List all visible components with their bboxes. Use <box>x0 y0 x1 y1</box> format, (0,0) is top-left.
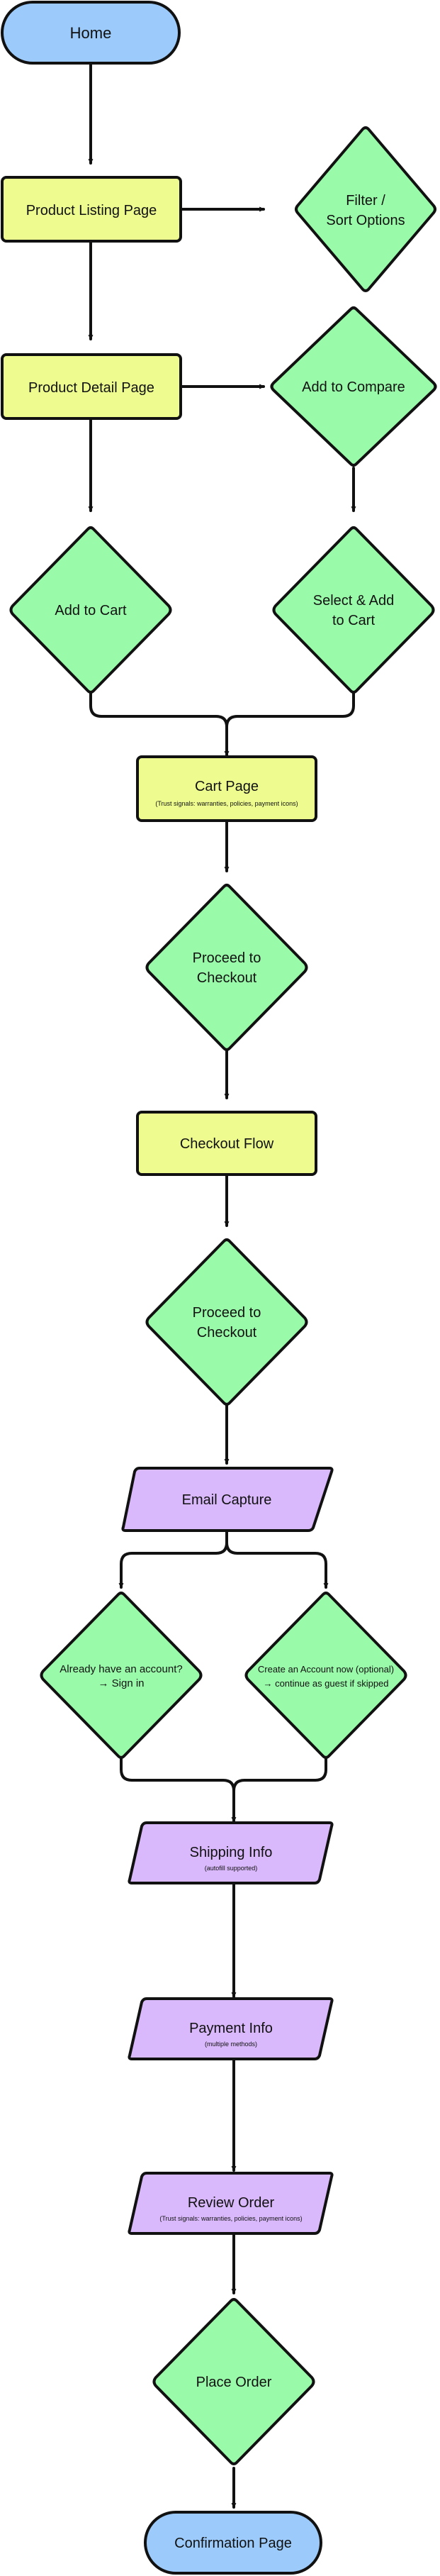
add-cart-shape <box>9 526 172 694</box>
node-payment-info[interactable]: Payment Info (multiple methods) <box>128 1997 334 2060</box>
node-place-order[interactable]: Place Order <box>152 2298 315 2465</box>
edge-create-account-merge <box>232 1754 327 1792</box>
cart-page-shape <box>136 755 317 822</box>
add-compare-label: Add to Compare <box>302 379 405 395</box>
shipping-info-label: Shipping Info <box>190 1845 273 1860</box>
have-account-label-line-1: Already have an account? <box>60 1663 182 1675</box>
node-add-to-cart[interactable]: Add to Cart <box>9 526 172 694</box>
select-add-cart-label-line-2: to Cart <box>332 613 375 628</box>
node-proceed-to-checkout-1[interactable]: Proceed to Checkout <box>145 884 308 1051</box>
review-order-shape <box>128 2172 334 2235</box>
edge-add-cart-merge <box>89 690 227 757</box>
confirmation-shape <box>144 2511 322 2575</box>
node-shipping-info[interactable]: Shipping Info (autofill supported) <box>128 1821 334 1884</box>
have-account-label-line-2: → Sign in <box>98 1677 144 1689</box>
filter-sort-shape <box>295 126 436 292</box>
node-checkout-flow[interactable]: Checkout Flow <box>136 1111 317 1176</box>
review-order-label: Review Order <box>188 2195 275 2211</box>
checkout-flow-shape <box>136 1111 317 1176</box>
have-account-shape <box>40 1592 203 1759</box>
node-filter-sort-options[interactable]: Filter / Sort Options <box>295 126 436 292</box>
node-select-add-to-cart[interactable]: Select & Add to Cart <box>272 526 435 694</box>
cart-page-note: (Trust signals: warranties, policies, pa… <box>155 800 298 807</box>
node-already-have-account[interactable]: Already have an account? → Sign in <box>40 1592 203 1759</box>
product-detail-shape <box>1 353 182 420</box>
place-order-label: Place Order <box>196 2375 272 2390</box>
home-label: Home <box>70 24 112 42</box>
cart-page-label: Cart Page <box>195 779 259 794</box>
payment-info-note: (multiple methods) <box>205 2041 257 2048</box>
product-listing-label: Product Listing Page <box>26 203 157 218</box>
edge-select-add-merge <box>225 690 355 757</box>
edge-email-to-have-account <box>121 1531 228 1589</box>
proceed-checkout-2-shape <box>145 1238 308 1406</box>
product-detail-label: Product Detail Page <box>28 380 154 396</box>
node-cart-page[interactable]: Cart Page (Trust signals: warranties, po… <box>136 755 317 822</box>
select-add-cart-shape <box>272 526 435 694</box>
proceed-checkout-2-label-line-1: Proceed to <box>193 1305 261 1321</box>
node-home[interactable]: Home <box>1 1 181 65</box>
filter-sort-label-line-1: Filter / <box>346 193 385 209</box>
shipping-info-shape <box>128 1821 334 1884</box>
email-capture-label: Email Capture <box>182 1492 272 1508</box>
email-capture-shape <box>121 1467 334 1532</box>
checkout-flow-label: Checkout Flow <box>180 1136 274 1152</box>
proceed-checkout-1-label-line-1: Proceed to <box>193 950 261 966</box>
node-email-capture[interactable]: Email Capture <box>121 1467 334 1532</box>
node-review-order[interactable]: Review Order (Trust signals: warranties,… <box>128 2172 334 2235</box>
node-add-to-compare[interactable]: Add to Compare <box>270 306 437 467</box>
edges <box>89 63 355 2509</box>
proceed-checkout-1-shape <box>145 884 308 1051</box>
confirmation-label: Confirmation Page <box>174 2536 292 2551</box>
select-add-cart-label-line-1: Select & Add <box>313 593 395 609</box>
edge-email-to-create-account <box>225 1541 326 1589</box>
node-product-listing-page[interactable]: Product Listing Page <box>1 176 182 243</box>
review-order-note: (Trust signals: warranties, policies, pa… <box>159 2215 302 2222</box>
filter-sort-label-line-2: Sort Options <box>326 213 405 228</box>
product-listing-shape <box>1 176 182 243</box>
home-shape <box>1 1 181 65</box>
node-proceed-to-checkout-2[interactable]: Proceed to Checkout <box>145 1238 308 1406</box>
create-account-shape <box>244 1592 407 1759</box>
proceed-checkout-2-label-line-2: Checkout <box>197 1325 257 1340</box>
add-cart-label: Add to Cart <box>55 603 127 618</box>
node-create-account[interactable]: Create an Account now (optional) → conti… <box>244 1592 407 1759</box>
create-account-label-line-1: Create an Account now (optional) <box>258 1664 394 1675</box>
proceed-checkout-1-label-line-2: Checkout <box>197 970 257 986</box>
edge-have-account-merge <box>120 1754 234 1823</box>
create-account-label-line-2: → continue as guest if skipped <box>263 1678 388 1689</box>
node-product-detail-page[interactable]: Product Detail Page <box>1 353 182 420</box>
add-compare-shape <box>270 306 437 467</box>
shipping-info-note: (autofill supported) <box>205 1865 258 1872</box>
payment-info-shape <box>128 1997 334 2060</box>
node-confirmation-page[interactable]: Confirmation Page <box>144 2511 322 2575</box>
payment-info-label: Payment Info <box>189 2021 273 2036</box>
place-order-shape <box>152 2298 315 2465</box>
